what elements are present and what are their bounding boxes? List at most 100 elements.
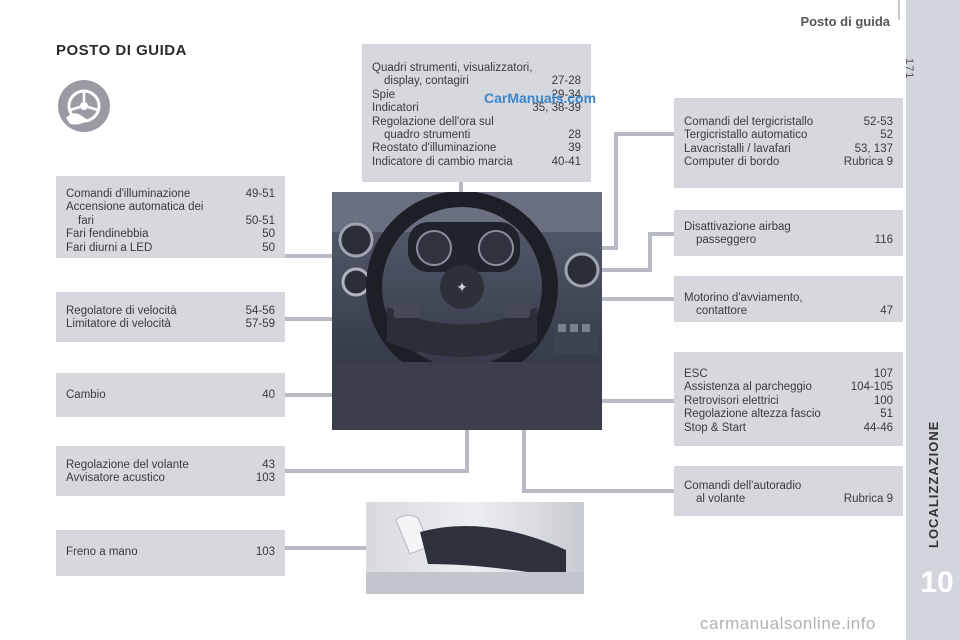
entry-label: Reostato d'illuminazione — [372, 142, 497, 155]
entry-page: 49-51 — [245, 188, 275, 200]
index-entry: Indicatori 35, 38-39 — [372, 102, 581, 115]
entry-label: Spie — [372, 88, 396, 101]
entry-label: Avvisatore acustico — [66, 472, 165, 485]
connector-handbrake — [285, 546, 415, 550]
entry-page: 40-41 — [551, 155, 581, 168]
entry-page: 29-34 — [551, 88, 581, 101]
entry-page — [887, 480, 893, 493]
entry-label: Limitatore di velocità — [66, 318, 171, 331]
entry-page: 50 — [262, 228, 275, 241]
dashboard-photo: ✦ — [332, 192, 602, 430]
entry-page: 54-56 — [245, 305, 275, 317]
entry-label: Accensione automatica dei — [66, 201, 204, 214]
entry-page: 116 — [874, 234, 893, 247]
index-entry: Assistenza al parcheggio 104-105 — [684, 381, 893, 394]
index-entry: Tergicristallo automatico 52 — [684, 129, 893, 142]
entry-label: display, contagiri — [384, 75, 469, 88]
watermark-top: CarManuals.com — [484, 90, 597, 106]
entry-page: 52 — [880, 129, 893, 142]
entry-label: ESC — [684, 368, 708, 380]
connector-lights — [285, 254, 355, 258]
entry-page: 50-51 — [245, 214, 275, 227]
header-rule — [898, 0, 900, 20]
index-entry: Computer di bordo Rubrica 9 — [684, 156, 893, 169]
index-entry: Quadri strumenti, visualizzatori, — [372, 62, 581, 75]
connector-steering-h — [285, 469, 469, 473]
entry-page: 57-59 — [245, 318, 275, 331]
entry-page — [887, 292, 893, 305]
entry-label: Indicatori — [372, 102, 419, 115]
chapter-label: LOCALIZZAZIONE — [926, 420, 941, 548]
connector-wipers-v — [614, 132, 618, 250]
connector-airbag-v — [648, 232, 652, 272]
entry-label: Regolazione del volante — [66, 459, 189, 471]
entry-label: Regolatore di velocità — [66, 305, 177, 317]
chapter-number: 10 — [914, 566, 960, 600]
entry-label: Assistenza al parcheggio — [684, 381, 812, 394]
entry-label: Fari fendinebbia — [66, 228, 149, 241]
entry-label: Regolazione altezza fascio — [684, 408, 821, 421]
entry-page — [269, 201, 275, 214]
svg-text:✦: ✦ — [456, 279, 468, 295]
handbrake-photo — [366, 502, 584, 594]
entry-page — [575, 62, 581, 75]
entry-page — [887, 221, 893, 234]
entry-page: Rubrica 9 — [843, 493, 893, 506]
entry-page: 35, 38-39 — [532, 102, 581, 115]
entry-label: Stop & Start — [684, 421, 747, 434]
entry-page: 51 — [880, 408, 893, 421]
entry-page: 47 — [880, 305, 893, 318]
watermark-bottom: carmanualsonline.info — [700, 614, 876, 633]
entry-label: Regolazione dell'ora sul — [372, 115, 494, 128]
connector-airbag-h — [650, 232, 674, 236]
index-entry: Spie 29-34 — [372, 89, 581, 102]
side-strip — [906, 0, 960, 640]
entry-label: Disattivazione airbag — [684, 221, 791, 233]
entry-label: Computer di bordo — [684, 156, 780, 169]
index-entry: Regolazione dell'ora sul — [372, 116, 581, 129]
index-entry: Motorino d'avviamento, — [684, 292, 893, 305]
entry-label: Comandi d'illuminazione — [66, 188, 191, 200]
entry-label: al volante — [696, 493, 746, 506]
index-entry: Comandi d'illuminazione 49-51 — [66, 188, 275, 201]
entry-page: 104-105 — [850, 381, 893, 394]
entry-page: Rubrica 9 — [843, 156, 893, 169]
box-instruments: Quadri strumenti, visualizzatori,display… — [362, 44, 591, 182]
index-entry: Regolatore di velocità 54-56 — [66, 305, 275, 318]
entry-label: Tergicristallo automatico — [684, 129, 808, 142]
section-title: POSTO DI GUIDA — [56, 42, 187, 59]
entry-page: 39 — [568, 142, 581, 155]
entry-page: 53, 137 — [854, 142, 893, 155]
entry-label: Motorino d'avviamento, — [684, 292, 803, 304]
header-title: Posto di guida — [800, 14, 890, 29]
entry-page: 50 — [262, 241, 275, 254]
connector-wipers-h2 — [598, 246, 618, 250]
entry-page — [575, 116, 581, 129]
index-entry: Fari fendinebbia 50 — [66, 228, 275, 241]
connector-wipers-h — [616, 132, 674, 136]
entry-label: Cambio — [66, 389, 106, 401]
steering-wheel-hand-icon — [58, 80, 110, 132]
entry-label: Comandi dell'autoradio — [684, 480, 802, 492]
index-entry: Disattivazione airbag — [684, 221, 893, 234]
entry-label: quadro strumenti — [384, 129, 471, 142]
connector-radio-h — [522, 489, 674, 493]
